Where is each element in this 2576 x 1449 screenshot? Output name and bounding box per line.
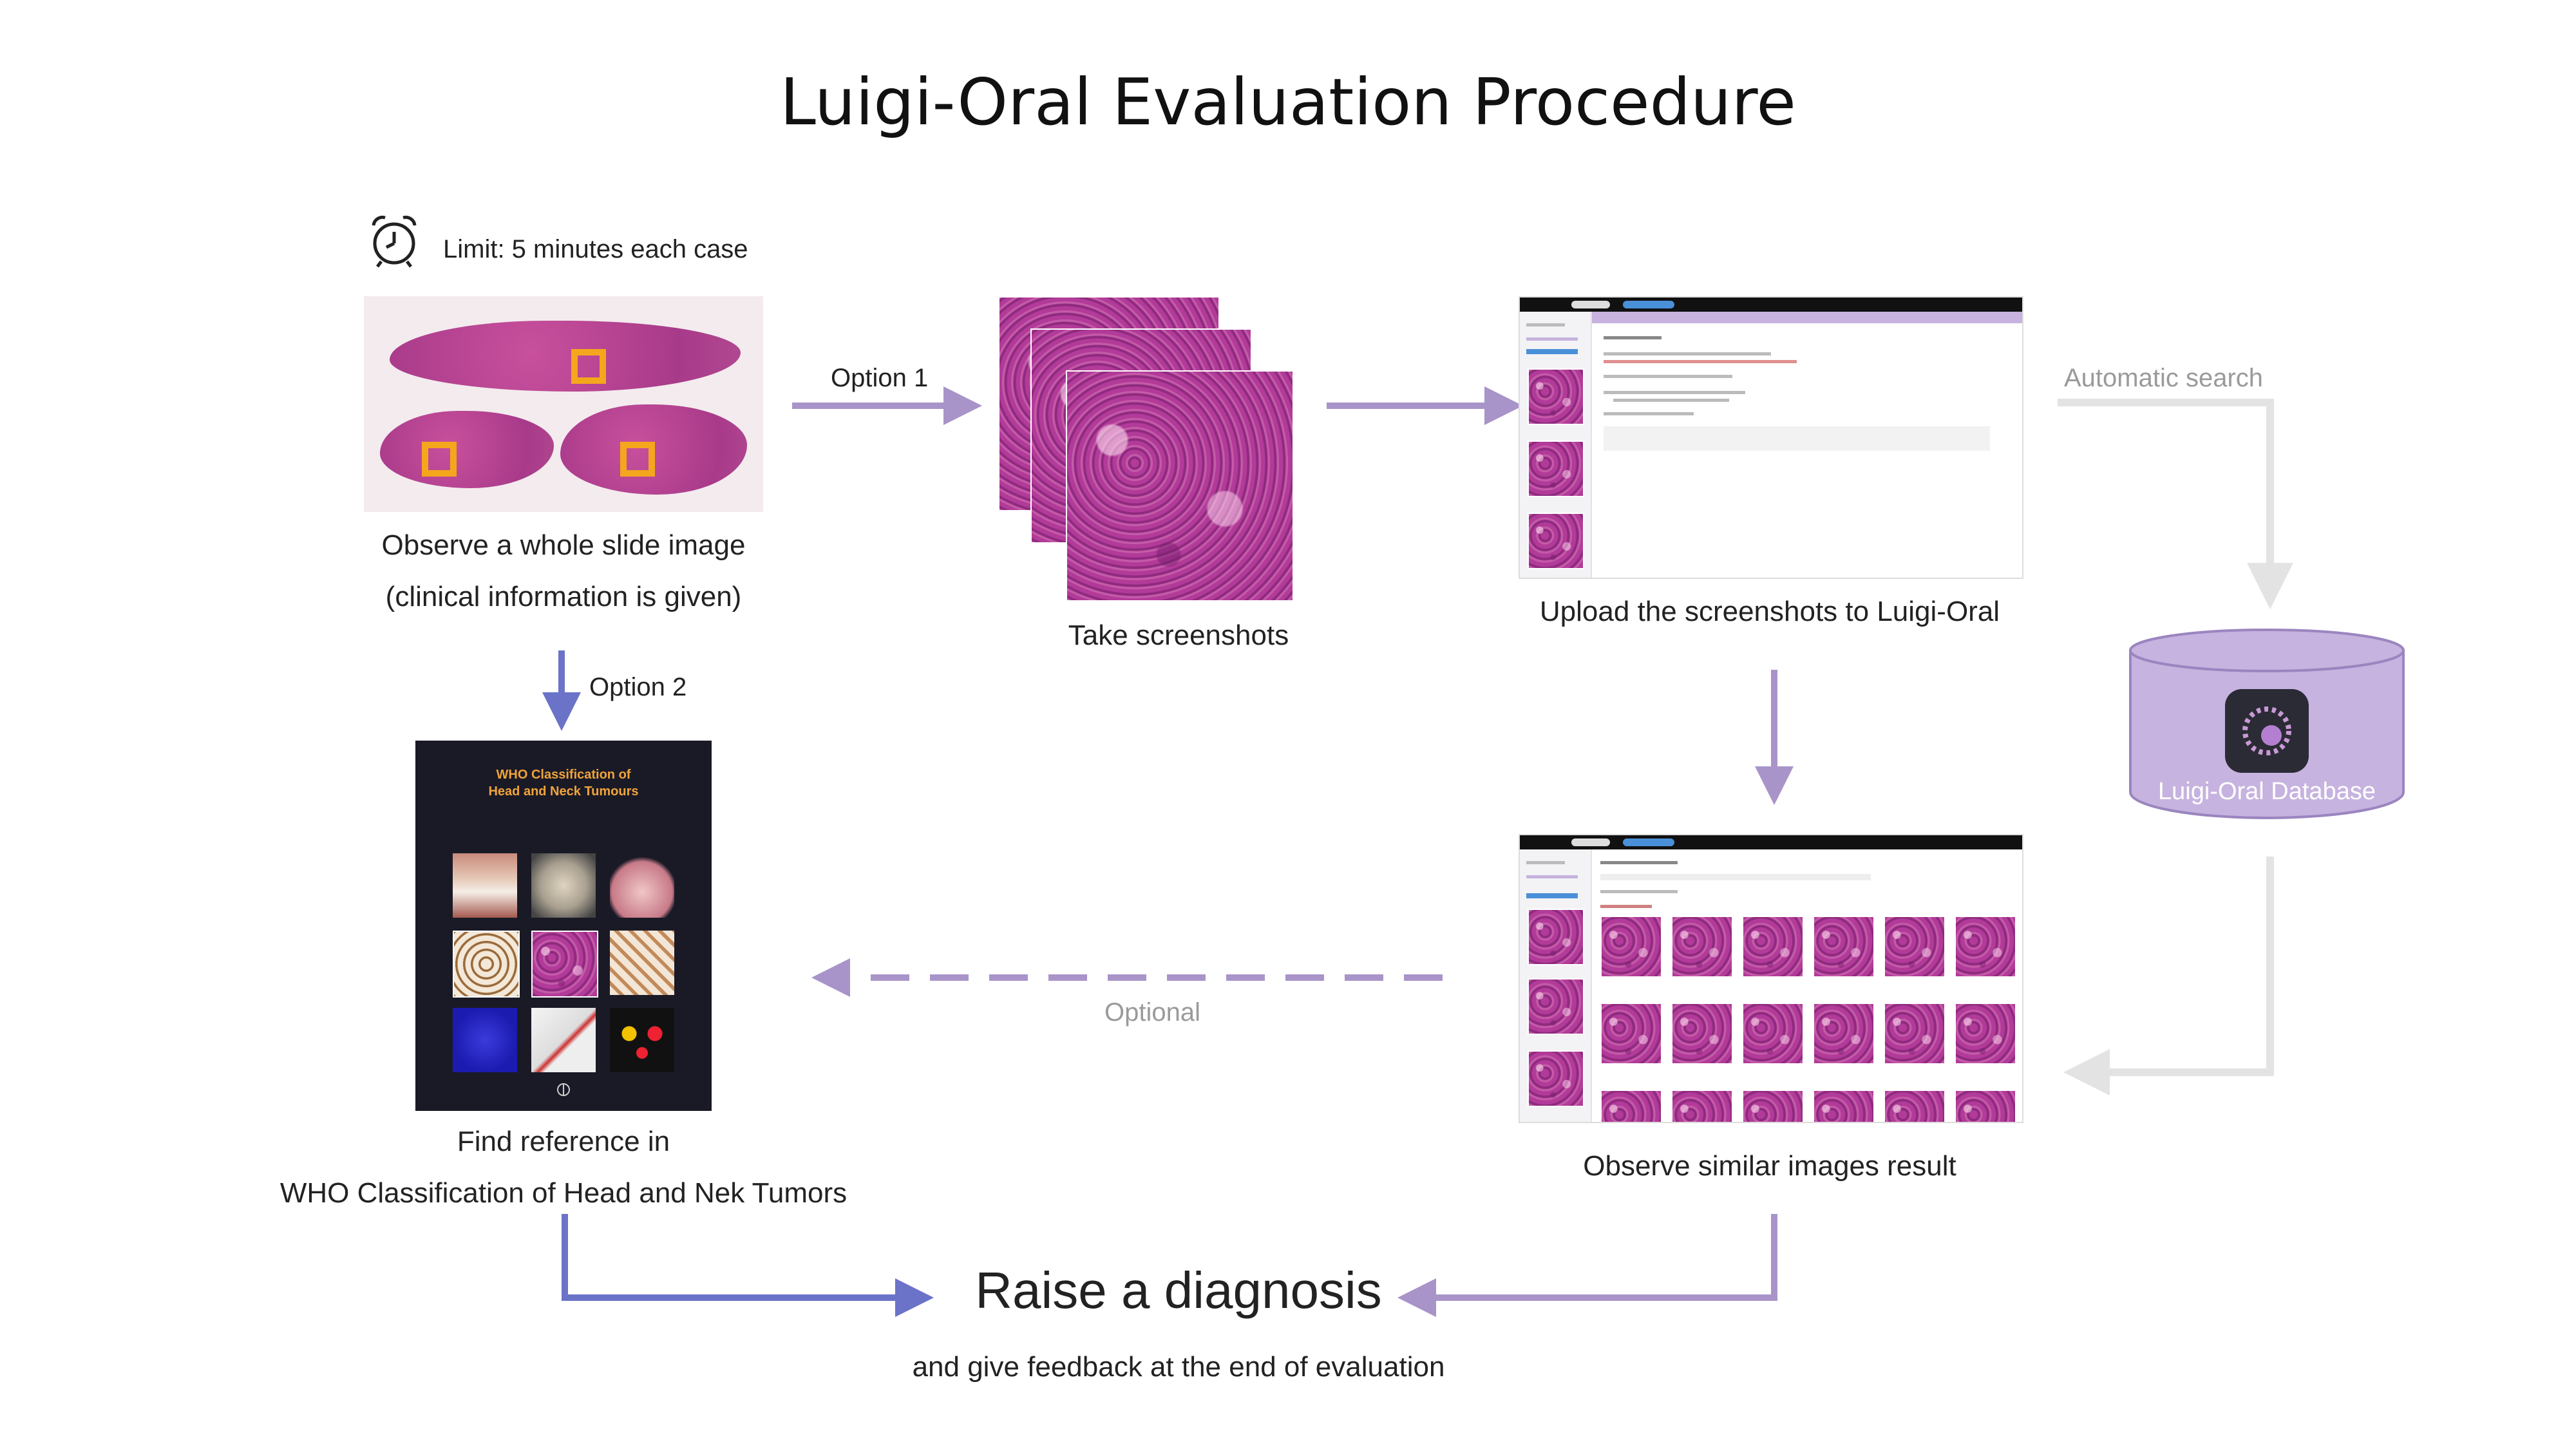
diagnosis-label: Raise a diagnosis bbox=[975, 1262, 1382, 1319]
option2-label: Option 2 bbox=[589, 673, 687, 701]
who-emblem-icon bbox=[557, 1083, 570, 1096]
feedback-label: and give feedback at the end of evaluati… bbox=[912, 1351, 1445, 1383]
who-book-cover: WHO Classification of Head and Neck Tumo… bbox=[415, 741, 712, 1111]
reference-to-diagnosis-arrow bbox=[562, 1214, 934, 1317]
upload-page-screenshot bbox=[1519, 296, 2023, 579]
screenshot-patches bbox=[998, 296, 1294, 601]
time-limit-label: Limit: 5 minutes each case bbox=[443, 235, 748, 263]
roi-marker bbox=[620, 442, 655, 477]
optional-label: Optional bbox=[1104, 998, 1200, 1027]
results-page-screenshot bbox=[1519, 834, 2023, 1123]
roi-marker bbox=[422, 442, 457, 477]
whole-slide-image bbox=[364, 296, 763, 512]
book-title-line1: WHO Classification of bbox=[496, 768, 631, 782]
luigi-app-icon bbox=[2225, 689, 2309, 773]
automatic-search-arrow bbox=[2058, 399, 2293, 609]
option1-label: Option 1 bbox=[831, 364, 929, 392]
alarm-clock-icon bbox=[372, 215, 417, 268]
clinical-info-label: (clinical information is given) bbox=[385, 581, 742, 612]
take-screenshots-label: Take screenshots bbox=[1068, 620, 1289, 651]
reference-label-line2: WHO Classification of Head and Nek Tumor… bbox=[279, 1177, 848, 1209]
roi-marker bbox=[571, 349, 606, 384]
upload-label: Upload the screenshots to Luigi-Oral bbox=[1539, 596, 2000, 627]
similar-images-label: Observe similar images result bbox=[1583, 1150, 1956, 1182]
reference-label-line1: Find reference in bbox=[457, 1126, 670, 1157]
automatic-search-label: Automatic search bbox=[2064, 364, 2264, 392]
observe-slide-label: Observe a whole slide image bbox=[381, 529, 746, 561]
database-label: Luigi-Oral Database bbox=[2158, 778, 2376, 805]
book-title-line2: Head and Neck Tumours bbox=[488, 784, 639, 799]
database-to-results-arrow bbox=[2063, 857, 2274, 1095]
page-title: Luigi-Oral Evaluation Procedure bbox=[780, 64, 1796, 140]
results-to-diagnosis-arrow bbox=[1397, 1214, 1777, 1317]
